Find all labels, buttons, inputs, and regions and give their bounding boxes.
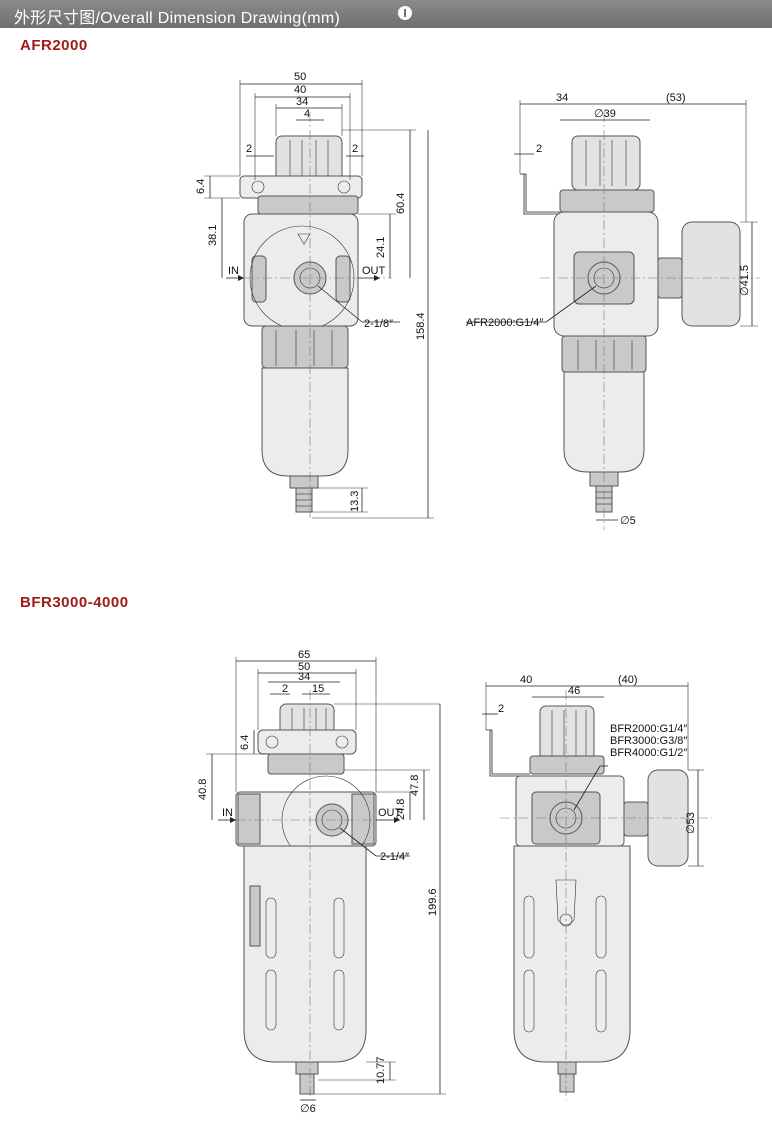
afr-front-dim-158-4: 158.4 — [415, 312, 427, 340]
afr-side-dim-2: 2 — [536, 143, 542, 155]
bfr-front-dim-47-8: 47.8 — [409, 775, 421, 796]
bfr-front-labels: 65 50 34 2 15 6.4 40.8 24.8 47.8 199.6 1… — [197, 649, 439, 1115]
bfr-front-port-label: 2-1/4″ — [380, 851, 409, 863]
bfr-front-in-label: IN — [222, 807, 233, 819]
afr-front-dim-2-right: 2 — [352, 143, 358, 155]
bfr-side-dim-40: 40 — [520, 674, 532, 686]
bfr-front-dim-2: 2 — [282, 683, 288, 695]
bfr-front-dim-6: ∅6 — [300, 1103, 316, 1115]
bfr-front-dim-6-4: 6.4 — [239, 735, 251, 750]
afr-side-dim-5: ∅5 — [620, 515, 636, 527]
afr-front-dim-24-1: 24.1 — [375, 237, 387, 258]
afr-front-labels: 50 40 34 4 2 2 6.4 38.1 60.4 24.1 158.4 … — [195, 71, 427, 512]
afr-front-dim-4: 4 — [304, 108, 310, 120]
afr-side-dim-53: (53) — [666, 92, 686, 104]
page-title: 外形尺寸图/Overall Dimension Drawing(mm) — [14, 10, 341, 27]
afr-front-port-label: 2-1/8″ — [364, 318, 393, 330]
info-icon — [398, 6, 412, 20]
bfr-front-dim-34: 34 — [298, 671, 310, 683]
section-title-bfr: BFR3000-4000 — [20, 594, 129, 611]
bfr-front-view — [206, 657, 446, 1101]
bfr-front-dim-10-77: 10.77 — [375, 1056, 387, 1084]
bfr-side-view — [482, 682, 712, 1100]
afr-side-dim-39: ∅39 — [594, 108, 616, 120]
bfr-side-dim-40-ref: (40) — [618, 674, 638, 686]
bfr-front-bowl — [243, 845, 367, 1063]
afr-side-dim-34: 34 — [556, 92, 568, 104]
afr-side-gauge — [681, 221, 741, 327]
afr-side-view — [466, 100, 760, 530]
afr-front-view — [204, 80, 434, 520]
bfr-side-dim-46: 46 — [568, 685, 580, 697]
bfr-front-dim-65: 65 — [298, 649, 310, 661]
bfr-front-dim-199-6: 199.6 — [427, 888, 439, 916]
section-title-afr: AFR2000 — [20, 37, 88, 54]
bfr-side-dim-2: 2 — [498, 703, 504, 715]
bfr-front-out-label: OUT — [378, 807, 402, 819]
afr-front-bracket — [239, 175, 363, 199]
bfr-side-port-3000: BFR3000:G3/8″ — [610, 735, 687, 747]
afr-side-labels: 34 (53) ∅39 2 ∅41.5 AFR2000:G1/4″ ∅5 — [466, 92, 751, 527]
bfr-side-port-2000: BFR2000:G1/4″ — [610, 723, 687, 735]
afr-front-dim-40: 40 — [294, 84, 306, 96]
header-bar: 外形尺寸图/Overall Dimension Drawing(mm) — [0, 0, 772, 28]
afr-front-dim-2-left: 2 — [246, 143, 252, 155]
afr-front-dim-6-4: 6.4 — [195, 179, 207, 194]
afr-front-dim-38-1: 38.1 — [207, 225, 219, 246]
bfr-front-dim-40-8: 40.8 — [197, 779, 209, 800]
afr-side-port-label: AFR2000:G1/4″ — [466, 317, 543, 329]
bfr-front-dim-50: 50 — [298, 661, 310, 673]
bfr-front-dim-15: 15 — [312, 683, 324, 695]
afr-front-dim-50: 50 — [294, 71, 306, 83]
afr-side-dim-41-5: ∅41.5 — [739, 265, 751, 296]
afr-front-dim-34: 34 — [296, 96, 308, 108]
bfr-side-port-4000: BFR4000:G1/2″ — [610, 747, 687, 759]
bfr-side-dim-53: ∅53 — [685, 812, 697, 834]
afr-side-knob — [571, 135, 641, 191]
afr-front-out-label: OUT — [362, 265, 386, 277]
afr-front-dim-60-4: 60.4 — [395, 193, 407, 214]
afr-front-dim-13-3: 13.3 — [349, 491, 361, 512]
afr-front-in-label: IN — [228, 265, 239, 277]
bfr-front-dim-24-8: 24.8 — [395, 799, 407, 820]
bfr-side-bowl — [513, 845, 631, 1063]
bfr-side-labels: 40 46 (40) 2 ∅53 BFR2000:G1/4″ BFR3000:G… — [498, 674, 697, 834]
